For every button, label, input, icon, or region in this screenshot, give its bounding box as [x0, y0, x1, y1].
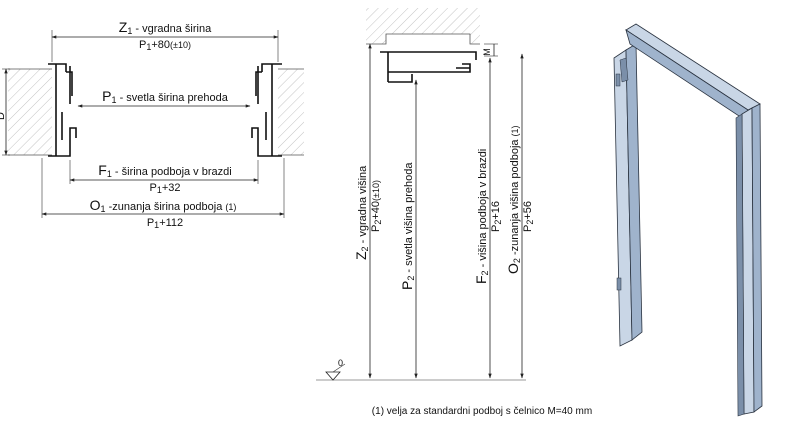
dimension-f1-label: F1 - širina podboja v brazdi	[98, 162, 231, 179]
dimension-z2-label: Z2 - vgradna višina	[353, 165, 370, 260]
dimension-o1-label: O1 -zunanja širina podboja(1)	[90, 197, 237, 214]
hinge-icon	[616, 277, 622, 291]
dimension-d-label: D	[0, 112, 7, 120]
zero-level-marker: 0	[325, 358, 346, 381]
zero-level-label: 0	[338, 358, 343, 368]
dimension-f1-formula: P1+32	[149, 182, 180, 195]
dimension-o2-label: O2 -zunanja višina podboja(1)	[505, 125, 522, 274]
right-frame-profile	[251, 63, 282, 157]
dimension-f2-label: F2 - višina podboja v brazdi	[473, 149, 490, 284]
dimension-p2-label: P2 - svetla višina prehoda	[399, 162, 416, 290]
head-jamb-face	[625, 23, 761, 111]
dimension-z1-label: Z1 - vgradna širina	[119, 19, 212, 36]
dimension-f2-formula: P2+16	[490, 201, 503, 232]
plan-view: Z1 - vgradna širina P1+80(±10) P1 - svet…	[0, 19, 304, 230]
lintel-wall	[366, 8, 480, 44]
left-frame-profile	[48, 63, 77, 157]
left-wall	[8, 69, 52, 155]
head-frame-profile	[380, 51, 477, 83]
dimension-p1-label: P1 - svetla širina prehoda	[102, 88, 229, 105]
dimension-o2-formula: P2+56	[522, 201, 535, 232]
hinge-icon	[615, 73, 621, 87]
dimension-z1-formula: P1+80(±10)	[139, 39, 191, 52]
dimension-o1-formula: P1+112	[147, 217, 183, 230]
dimension-z2-formula: P2+40(±10)	[370, 180, 383, 232]
door-frame-3d	[613, 23, 763, 417]
footnote: (1) velja za standardni podboj s čelnico…	[372, 406, 592, 417]
dimension-m-label: M	[482, 48, 492, 56]
right-wall	[278, 69, 304, 155]
section-view: M Z2 - vgradna višina P2+40(±10) P2 - sv…	[316, 8, 535, 381]
